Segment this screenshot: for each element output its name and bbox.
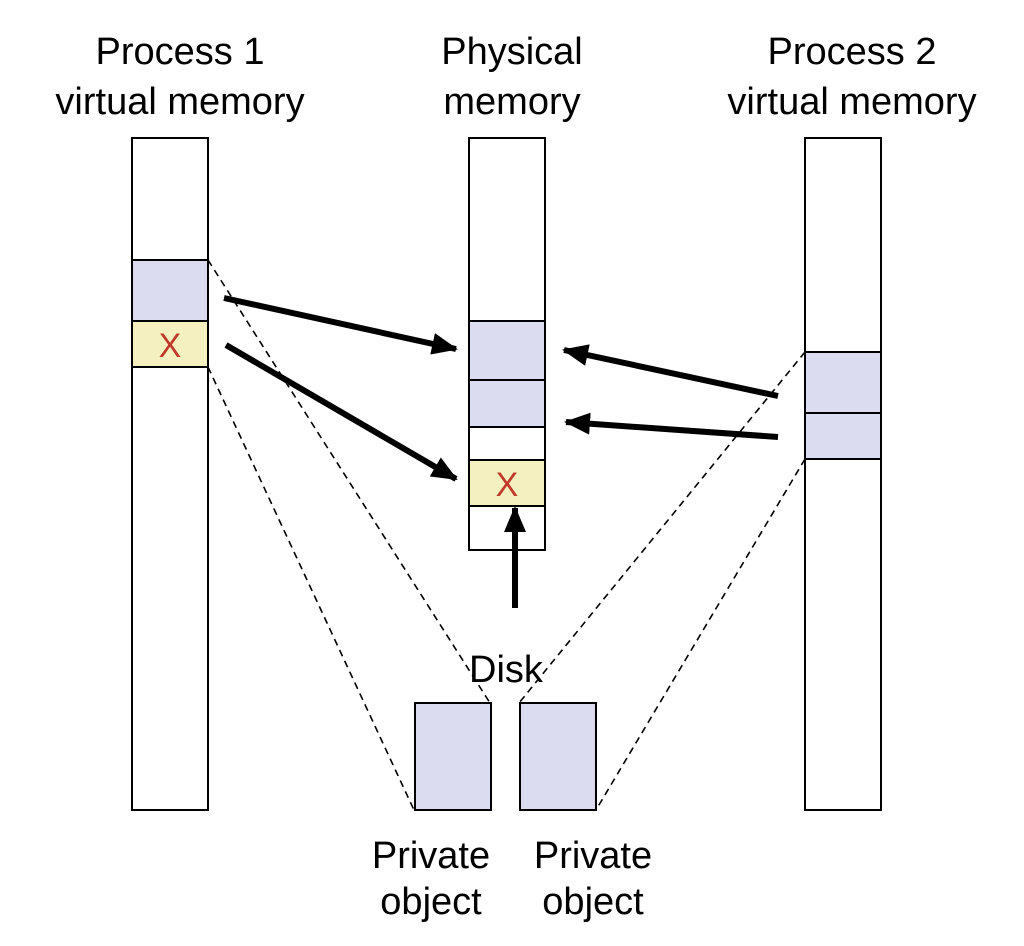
private-object-label-left-line2: object: [380, 881, 482, 923]
process2-title-line2: virtual memory: [727, 81, 977, 123]
process1-shared-page: [131, 259, 209, 322]
process1-copied-page-mark: X: [159, 327, 182, 365]
p2-mapping-line-bottom: [595, 458, 806, 811]
process2-memory-outline: [804, 137, 882, 811]
arrow-p1-copy-to-physical: [224, 342, 458, 482]
private-object-label-left-line1: Private: [371, 835, 491, 877]
arrow-p2-page1-to-physical: [562, 344, 779, 399]
physical-copied-page-mark: X: [496, 466, 519, 504]
p1-mapping-line-bottom: [207, 366, 415, 811]
arrow-p1-shared-to-physical: [223, 295, 458, 355]
process2-title-line1: Process 2: [767, 31, 937, 73]
process1-copied-page: [131, 320, 209, 368]
arrow-p2-page2-to-physical: [564, 412, 779, 440]
physical-title-line2: memory: [443, 81, 581, 123]
process2-shared-page-2: [804, 412, 882, 460]
process1-memory-column: X: [131, 137, 209, 811]
physical-shared-page-2: [468, 379, 546, 428]
private-object-label-right-line1: Private: [533, 835, 653, 877]
p2-mapping-line-top: [518, 351, 806, 704]
process1-title-line1: Process 1: [95, 31, 265, 73]
physical-memory-column: X: [468, 137, 546, 551]
process2-shared-page-1: [804, 351, 882, 414]
process1-memory-outline: [131, 137, 209, 811]
private-object-label-right-line2: object: [542, 881, 644, 923]
process2-memory-column: [804, 137, 882, 811]
physical-free-page: [468, 426, 546, 461]
mapping-arrows: [223, 295, 779, 608]
physical-title-line1: Physical: [441, 31, 583, 73]
private-object-box-right: [519, 702, 597, 811]
p1-mapping-line-top: [207, 259, 491, 704]
physical-shared-page-1: [468, 320, 546, 381]
private-object-box-left: [414, 702, 492, 811]
process1-title-line2: virtual memory: [55, 81, 305, 123]
private-object-mapping-lines: [207, 259, 806, 811]
disk-label: Disk: [469, 649, 543, 691]
